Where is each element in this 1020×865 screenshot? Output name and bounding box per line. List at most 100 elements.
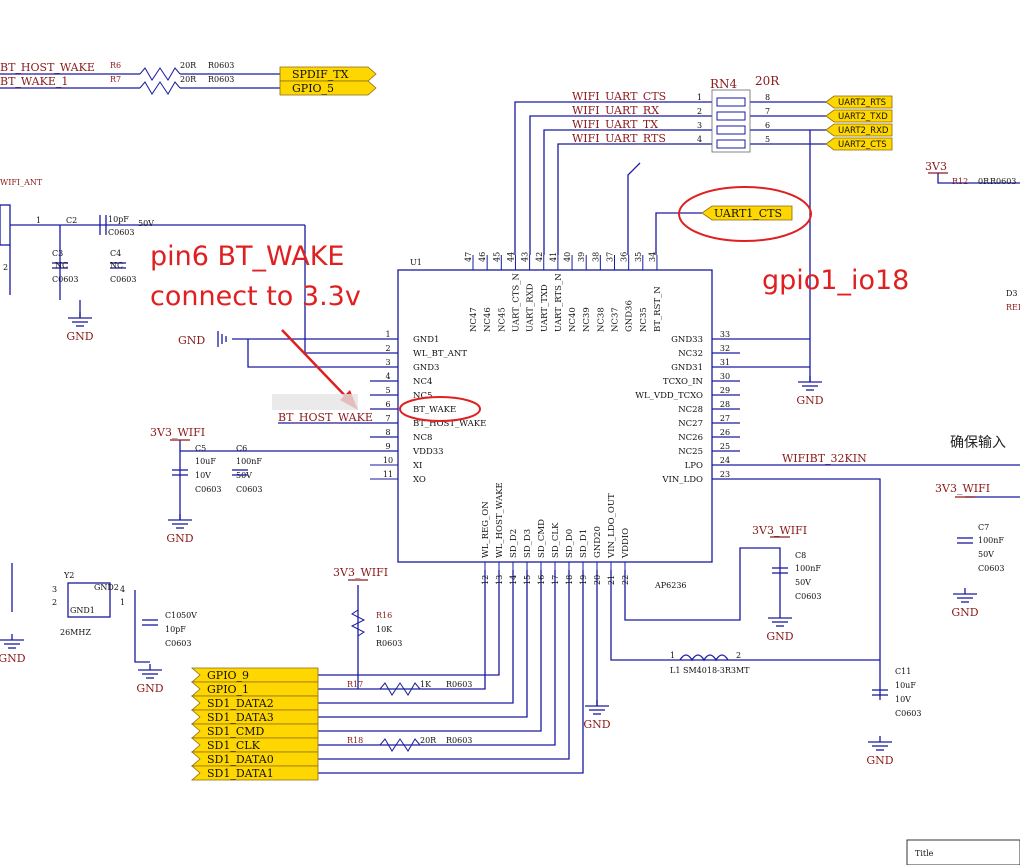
r6-val: 20R — [180, 61, 197, 70]
c3-pkg: C0603 — [52, 275, 78, 284]
antenna-label: WIFI_ANT — [0, 178, 43, 187]
rn4-right-num: 6 — [765, 121, 770, 130]
r6-ref: R6 — [110, 61, 121, 70]
r7-ref: R7 — [110, 75, 121, 84]
pin-name-top: UART_RTS_N — [554, 273, 564, 332]
title-block — [906, 839, 1020, 865]
r17-pkg: R0603 — [446, 680, 472, 689]
sdio-port-label: SD1_DATA0 — [207, 753, 274, 766]
pin-num-bottom: 14 — [509, 575, 518, 585]
c4-pkg: C0603 — [110, 275, 136, 284]
c11-symbol — [872, 689, 888, 696]
rn4-right-num: 7 — [765, 107, 770, 116]
pin-name-left: XI — [413, 461, 422, 471]
c2-ref: C2 — [66, 216, 77, 225]
pin-num-bottom: 21 — [607, 575, 616, 585]
pin-num-left: 10 — [383, 456, 393, 465]
pin-name-bottom: SD_D3 — [523, 529, 533, 558]
pin-name-left: NC5 — [413, 391, 432, 401]
gnd-label: GND — [136, 682, 163, 695]
resistor-r16 — [350, 609, 366, 637]
c5-volt: 10V — [195, 471, 211, 480]
c4-ref: C4 — [110, 249, 121, 258]
pin-num-top: 45 — [492, 252, 501, 262]
resistor-r6 — [139, 67, 181, 81]
r12-wire — [937, 173, 1020, 184]
port-uart1-cts — [701, 205, 793, 221]
pin-num-left: 5 — [385, 386, 390, 395]
pin-name-bottom: WL_HOST_WAKE — [495, 482, 505, 558]
crystal-pin4: 4 — [120, 585, 125, 594]
crystal-freq: 26MHZ — [60, 628, 91, 637]
c3-val: NC — [55, 261, 68, 270]
gnd-left-label: GND — [178, 334, 205, 347]
c10-symbol — [142, 619, 158, 626]
pin-name-top: UART_CTS_N — [511, 273, 521, 332]
sdio-port — [190, 695, 319, 711]
sdio-port — [190, 709, 319, 725]
pin-name-right: WL_VDD_TCXO — [635, 391, 703, 401]
uart-port — [825, 123, 893, 137]
pin-num-left: 2 — [385, 344, 390, 353]
resistor-r7 — [139, 81, 181, 95]
r12-pkg: R0603 — [990, 177, 1016, 186]
rn4-left-num: 1 — [697, 93, 702, 102]
pin-name-left: VDD33 — [412, 447, 444, 457]
pin-name-top: UART_TXD — [540, 284, 550, 332]
pin-name-top: NC46 — [483, 307, 493, 332]
pin-num-top: 40 — [563, 252, 572, 262]
crystal-pin1: 1 — [120, 598, 125, 607]
pin-name-top: NC37 — [611, 307, 621, 332]
r12-val: 0R — [978, 177, 990, 186]
uart-port-label: UART2_RXD — [838, 126, 889, 136]
pin-name-right: TCXO_IN — [663, 377, 704, 387]
vcc-bars — [170, 172, 975, 581]
d3-ref: D3 — [1006, 289, 1018, 298]
pin-name-right: NC28 — [678, 405, 703, 415]
pin-name-right: NC32 — [678, 349, 703, 359]
crystal-ref: Y2 — [63, 571, 74, 580]
pin-name-right: LPO — [685, 461, 703, 471]
pin-name-right: GND33 — [671, 335, 703, 345]
r18-val: 20R — [420, 736, 437, 745]
uart-port-label: UART2_TXD — [838, 112, 888, 122]
l1-ref: L1 — [670, 666, 680, 675]
pin-name-top: NC40 — [568, 307, 578, 332]
rn4-resistors — [716, 97, 746, 149]
pin-num-top: 36 — [620, 252, 629, 262]
pin-name-right: GND31 — [671, 363, 703, 373]
pin-num-top: 47 — [464, 252, 473, 262]
pin-name-top: NC45 — [497, 307, 507, 332]
gnd-label: GND — [0, 652, 26, 665]
pin-name-top: BT_RST_N — [653, 286, 663, 332]
vcc-r16-label: 3V3_WIFI — [333, 566, 388, 579]
sdio-port — [190, 765, 319, 781]
l1-pin2: 2 — [736, 651, 741, 660]
c7-volt: 50V — [978, 550, 994, 559]
net-lpo: WIFIBT_32KIN — [782, 452, 867, 465]
c5-pkg: C0603 — [195, 485, 221, 494]
pin-name-bottom: WL_REG_ON — [481, 501, 491, 558]
pin-num-left: 9 — [385, 442, 390, 451]
gnd-label: GND — [66, 330, 93, 343]
pin-num-right: 24 — [720, 456, 730, 465]
sdio-port-label: SD1_DATA1 — [207, 767, 274, 780]
r7-val: 20R — [180, 75, 197, 84]
pin-num-right: 29 — [720, 386, 730, 395]
chip-pins: 1GND12WL_BT_ANT3GND34NC45NC56BT_WAKE7BT_… — [370, 252, 730, 585]
rn4-val: 20R — [755, 74, 780, 88]
r6-pkg: R0603 — [208, 61, 234, 70]
pin-name-right: NC26 — [678, 433, 703, 443]
net-bt-wake-1: BT_WAKE_1 — [0, 75, 68, 88]
inductor-l1 — [679, 654, 729, 662]
c5-ref: C5 — [195, 444, 206, 453]
net-bt-host-wake: BT_HOST_WAKE — [0, 61, 95, 74]
c7-pkg: C0603 — [978, 564, 1004, 573]
crystal-gnd1: GND1 — [70, 606, 95, 615]
c5-val: 10uF — [195, 457, 216, 466]
rn4-ref: RN4 — [710, 77, 738, 91]
pin-num-left: 7 — [385, 414, 390, 423]
uart-net-label: WIFI_UART_RTS — [572, 132, 666, 145]
pin-num-bottom: 17 — [551, 575, 560, 585]
pin-name-left: XO — [413, 475, 426, 485]
